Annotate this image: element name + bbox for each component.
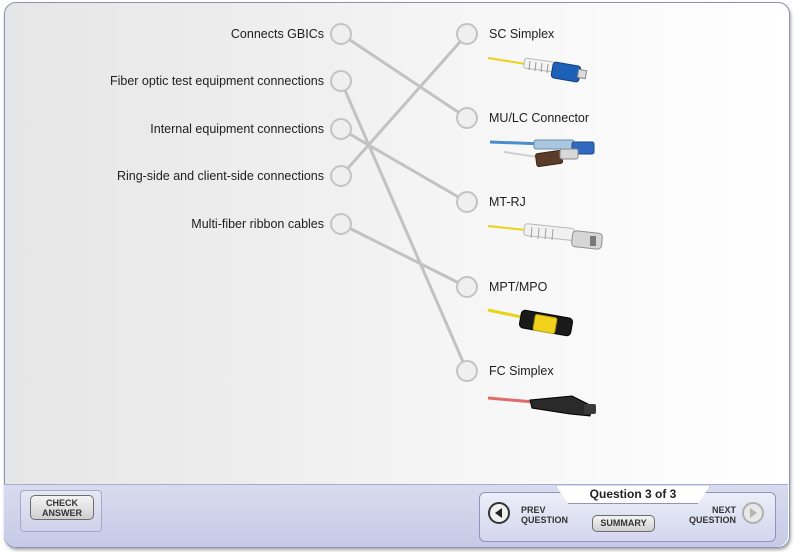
question-status: Question 3 of 3: [556, 486, 710, 504]
right-label-sc-simplex: SC Simplex: [489, 27, 555, 41]
next-button[interactable]: [742, 502, 764, 524]
check-answer-label: CHECK ANSWER: [42, 498, 82, 518]
summary-button[interactable]: SUMMARY: [592, 515, 655, 532]
check-answer-button[interactable]: CHECK ANSWER: [30, 495, 94, 520]
right-label-mu-lc: MU/LC Connector: [489, 111, 590, 125]
triangle-left-icon: [495, 508, 502, 518]
right-node-4[interactable]: [456, 276, 478, 298]
summary-label: SUMMARY: [600, 518, 647, 528]
left-label-test-equipment: Fiber optic test equipment connections: [109, 74, 324, 88]
connection-line-4: [339, 32, 469, 178]
connection-line-2: [339, 79, 469, 373]
triangle-right-icon: [750, 508, 757, 518]
connection-line-1: [339, 32, 469, 120]
mu-lc-connector-icon: [489, 139, 595, 167]
right-node-1[interactable]: [456, 23, 478, 45]
right-label-mt-rj: MT-RJ: [489, 195, 526, 209]
right-label-fc-simplex: FC Simplex: [489, 364, 554, 378]
left-label-ring-client: Ring-side and client-side connections: [116, 169, 324, 183]
prev-button[interactable]: [488, 502, 510, 524]
connection-line-5: [339, 222, 469, 289]
sc-simplex-connector-icon: [487, 57, 588, 83]
left-label-internal-equipment: Internal equipment connections: [150, 122, 324, 136]
left-node-5[interactable]: [330, 213, 352, 235]
left-node-3[interactable]: [330, 118, 352, 140]
left-node-2[interactable]: [330, 70, 352, 92]
right-node-3[interactable]: [456, 191, 478, 213]
mpt-mpo-connector-icon: [487, 308, 574, 337]
left-label-connects-gbics: Connects GBICs: [230, 27, 324, 41]
next-question-label[interactable]: NEXT QUESTION: [688, 505, 736, 525]
right-label-mpt-mpo: MPT/MPO: [489, 280, 548, 294]
connection-line-3: [339, 127, 469, 204]
left-node-4[interactable]: [330, 165, 352, 187]
left-label-multi-fiber: Multi-fiber ribbon cables: [191, 217, 324, 231]
quiz-frame: [4, 2, 790, 548]
left-node-1[interactable]: [330, 23, 352, 45]
right-node-2[interactable]: [456, 107, 478, 129]
mt-rj-connector-icon: [487, 223, 603, 250]
fc-simplex-connector-icon: [487, 395, 596, 417]
right-node-5[interactable]: [456, 360, 478, 382]
prev-question-label[interactable]: PREV QUESTION: [521, 505, 569, 525]
